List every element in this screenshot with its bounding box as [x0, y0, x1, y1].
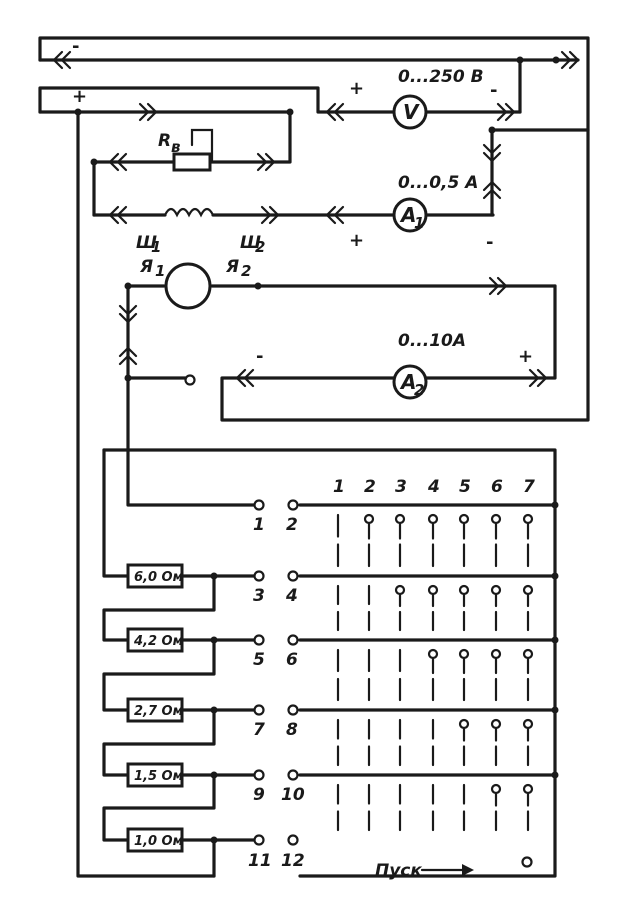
left-contact-numbers: 1 3 5 7 9 11 — [248, 515, 272, 871]
ammeter-a1: A 1 0...0,5 A + - — [349, 173, 493, 253]
position-3: 3 — [395, 477, 407, 497]
contact-grid — [336, 513, 534, 832]
contact-cell — [522, 648, 534, 702]
field-start-label: Ш — [136, 233, 157, 253]
contact-cell — [458, 648, 470, 702]
ammeter-a2-symbol: A — [399, 370, 416, 394]
contact-3: 3 — [253, 586, 265, 606]
ammeter-a1-range: 0...0,5 A — [398, 173, 478, 193]
ammeter-a1-symbol: A — [399, 203, 416, 227]
ammeter-a2-range: 0...10A — [398, 331, 466, 351]
voltmeter-plus: + — [349, 78, 364, 99]
contact-9: 9 — [253, 785, 265, 805]
rheostat: R в — [158, 131, 212, 172]
ammeter-a2-minus: - — [256, 346, 263, 367]
junction-dots — [74, 56, 560, 382]
start-indicator: Пуск — [375, 856, 533, 881]
field-start-sub: 1 — [151, 238, 161, 256]
armature-start-sub: 1 — [155, 262, 165, 280]
voltmeter: V 0...250 В + - — [349, 67, 497, 130]
position-2: 2 — [364, 477, 376, 497]
arrow-right-icon — [462, 864, 474, 876]
contact-terminals — [253, 499, 559, 846]
position-4: 4 — [427, 477, 440, 497]
voltmeter-symbol: V — [403, 100, 420, 124]
resistor-3-label: 2,7 Ом — [134, 704, 184, 719]
voltmeter-minus: - — [490, 80, 497, 101]
position-headers: 1 2 3 4 5 6 7 — [333, 477, 535, 497]
armature-end-label: Я — [225, 257, 239, 277]
contact-cell — [458, 584, 470, 632]
rheostat-label: R — [158, 131, 171, 151]
right-contact-numbers: 2 4 6 8 10 12 — [281, 515, 305, 871]
rheostat-sub: в — [171, 138, 181, 156]
armature: Я 1 Я 2 — [139, 257, 251, 386]
start-label: Пуск — [375, 861, 422, 881]
upper-wiring — [38, 36, 590, 878]
voltmeter-range: 0...250 В — [398, 67, 484, 87]
bus-plus: + — [72, 86, 87, 107]
contact-cell — [427, 648, 439, 702]
connector-markers — [52, 50, 580, 388]
armature-start-label: Я — [139, 257, 153, 277]
field-winding: Ш 1 Ш 2 — [136, 207, 265, 256]
contact-cell — [490, 783, 502, 832]
resistor-4-label: 1,5 Ом — [134, 769, 184, 784]
contact-12: 12 — [281, 851, 305, 871]
ammeter-a2-plus: + — [518, 346, 533, 367]
contact-11: 11 — [248, 851, 272, 871]
contact-cell — [363, 513, 375, 568]
ammeter-a1-sub: 1 — [414, 214, 424, 232]
bus-minus: - — [72, 36, 79, 57]
resistor-1-label: 6,0 Ом — [134, 570, 184, 585]
contact-cell — [427, 513, 439, 568]
contact-cell — [490, 584, 502, 632]
armature-end-sub: 2 — [241, 262, 251, 280]
ammeter-a2: A 2 0...10A - + — [256, 331, 533, 400]
contact-6: 6 — [286, 650, 298, 670]
contact-cell — [427, 584, 439, 632]
contact-2: 2 — [286, 515, 298, 535]
position-5: 5 — [459, 477, 471, 497]
resistor-5-label: 1,0 Ом — [134, 834, 184, 849]
position-6: 6 — [491, 477, 503, 497]
contact-cell — [490, 718, 502, 767]
contact-cell — [490, 513, 502, 568]
contact-cell — [458, 718, 470, 767]
contact-rows — [298, 503, 557, 777]
position-1: 1 — [333, 477, 345, 497]
resistor-ladder-wiring — [102, 448, 557, 878]
resistor-4: 1,5 Ом — [126, 762, 218, 788]
contact-8: 8 — [286, 720, 298, 740]
field-end-label: Ш — [240, 233, 261, 253]
resistor-5: 1,0 Ом — [126, 827, 218, 853]
contact-cell — [490, 648, 502, 702]
contact-cell — [522, 718, 534, 767]
ammeter-a1-minus: - — [486, 232, 493, 253]
contact-cell — [394, 584, 406, 632]
resistor-1: 6,0 Ом — [126, 563, 218, 589]
contact-cell — [522, 783, 534, 832]
ammeter-a2-sub: 2 — [414, 381, 424, 399]
contact-cell — [522, 584, 534, 632]
contact-cell — [522, 513, 534, 568]
ammeter-a1-plus: + — [349, 230, 364, 251]
contact-4: 4 — [285, 586, 298, 606]
contact-cell — [458, 513, 470, 568]
resistor-2-label: 4,2 Ом — [133, 634, 184, 649]
resistor-3: 2,7 Ом — [126, 697, 218, 723]
contact-cell — [394, 513, 406, 568]
contact-7: 7 — [253, 720, 265, 740]
contact-10: 10 — [281, 785, 305, 805]
resistor-boxes: 6,0 Ом 4,2 Ом 2,7 Ом 1,5 Ом 1,0 Ом — [126, 563, 218, 853]
position-7: 7 — [523, 477, 535, 497]
field-end-sub: 2 — [255, 238, 265, 256]
contact-5: 5 — [253, 650, 265, 670]
contact-1: 1 — [253, 515, 265, 535]
resistor-2: 4,2 Ом — [126, 627, 218, 653]
